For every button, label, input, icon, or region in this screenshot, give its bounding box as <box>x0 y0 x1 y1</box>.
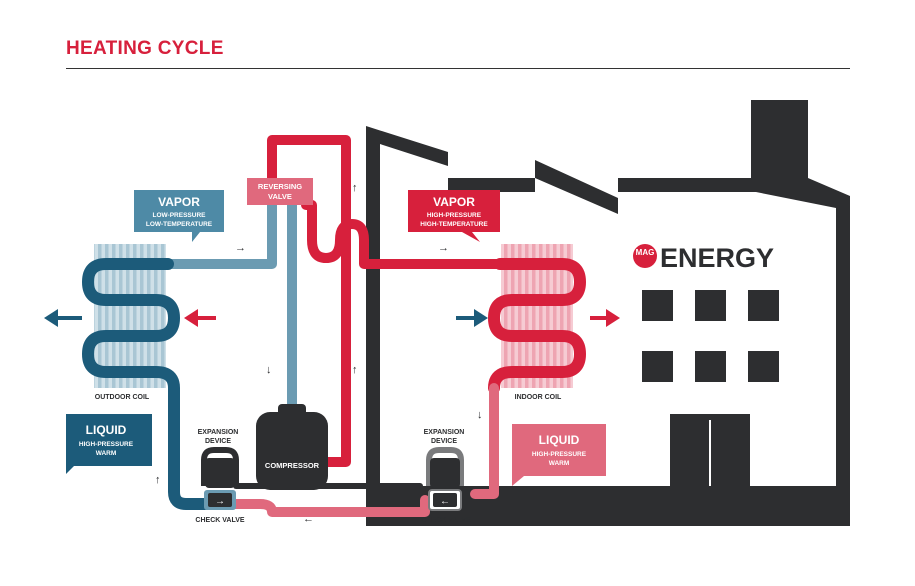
building-windows <box>642 290 779 382</box>
vapor-high-line2: HIGH-TEMPERATURE <box>420 221 488 228</box>
arrow-right-out-icon <box>590 309 620 327</box>
check-arrow-left-icon: ← <box>440 496 450 507</box>
pipe-liquid-line <box>230 495 430 517</box>
check-valve-right-label: CHECK VALVE <box>421 517 470 524</box>
flow-arrow-down-icon: ↓ <box>477 409 483 421</box>
compressor-label: COMPRESSOR <box>265 461 320 470</box>
pipe-indoor-liquid <box>470 383 499 499</box>
expansion-device-right: ← <box>426 447 464 511</box>
callout-vapor-high: VAPOR HIGH-PRESSURE HIGH-TEMPERATURE <box>408 190 500 242</box>
indoor-coil-tube <box>488 258 586 394</box>
flow-arrow-left-icon: ← <box>303 513 314 525</box>
pipe-valve-to-indoor <box>301 200 505 269</box>
vapor-low-line2: LOW-TEMPERATURE <box>146 221 213 228</box>
compressor: COMPRESSOR <box>256 404 328 490</box>
reversing-valve-line2: VALVE <box>268 192 292 201</box>
outdoor-coil-tube <box>82 258 211 510</box>
arrow-left-out-icon <box>44 309 82 327</box>
vapor-high-line1: HIGH-PRESSURE <box>427 212 482 219</box>
title-divider <box>66 68 850 69</box>
flow-arrow-down-icon: ↓ <box>266 364 272 376</box>
callout-liquid-left: LIQUID HIGH-PRESSURE WARM <box>66 414 152 474</box>
expansion-device-left: → <box>201 447 239 510</box>
flow-direction-arrows: → → ↑ ↑ ↓ ↓ ↑ ← <box>155 182 483 525</box>
flow-arrow-up-icon: ↑ <box>352 182 358 194</box>
liquid-right-line1: HIGH-PRESSURE <box>532 451 587 458</box>
vapor-low-title: VAPOR <box>158 195 200 209</box>
liquid-left-title: LIQUID <box>86 423 127 437</box>
reversing-valve: REVERSING VALVE <box>247 178 313 205</box>
liquid-left-line2: WARM <box>96 450 117 457</box>
liquid-left-line1: HIGH-PRESSURE <box>79 441 134 448</box>
heat-flow-arrows <box>44 309 620 327</box>
check-valve-left-label: CHECK VALVE <box>195 517 244 524</box>
vapor-low-line1: LOW-PRESSURE <box>153 212 207 219</box>
reversing-valve-line1: REVERSING <box>258 182 302 191</box>
flow-arrow-up-icon: ↑ <box>352 364 358 376</box>
flow-arrow-right-icon: → <box>438 242 449 254</box>
mag-energy-logo: MAG ENERGY <box>633 243 774 273</box>
flow-arrow-up-icon: ↑ <box>155 474 161 486</box>
vapor-high-title: VAPOR <box>433 195 475 209</box>
indoor-coil-label: INDOOR COIL <box>515 394 562 401</box>
expansion-right-line1: EXPANSION <box>424 429 465 436</box>
outdoor-coil-label: OUTDOOR COIL <box>95 394 150 401</box>
logo-letters: MAG <box>636 248 655 257</box>
page-title: HEATING CYCLE <box>66 38 224 59</box>
liquid-right-title: LIQUID <box>539 433 580 447</box>
pipe-compressor-discharge <box>267 135 351 467</box>
expansion-right-line2: DEVICE <box>431 438 457 445</box>
check-arrow-right-icon: → <box>215 496 225 507</box>
callout-liquid-right: LIQUID HIGH-PRESSURE WARM <box>512 424 606 486</box>
arrow-right-in-icon <box>456 309 488 327</box>
logo-word: ENERGY <box>660 243 774 273</box>
expansion-left-line1: EXPANSION <box>198 429 239 436</box>
liquid-right-line2: WARM <box>549 460 570 467</box>
pipe-outdoor-to-valve <box>163 200 277 269</box>
expansion-left-line2: DEVICE <box>205 438 231 445</box>
callout-vapor-low: VAPOR LOW-PRESSURE LOW-TEMPERATURE <box>134 190 224 242</box>
flow-arrow-right-icon: → <box>235 242 246 254</box>
arrow-left-in-icon <box>184 309 216 327</box>
